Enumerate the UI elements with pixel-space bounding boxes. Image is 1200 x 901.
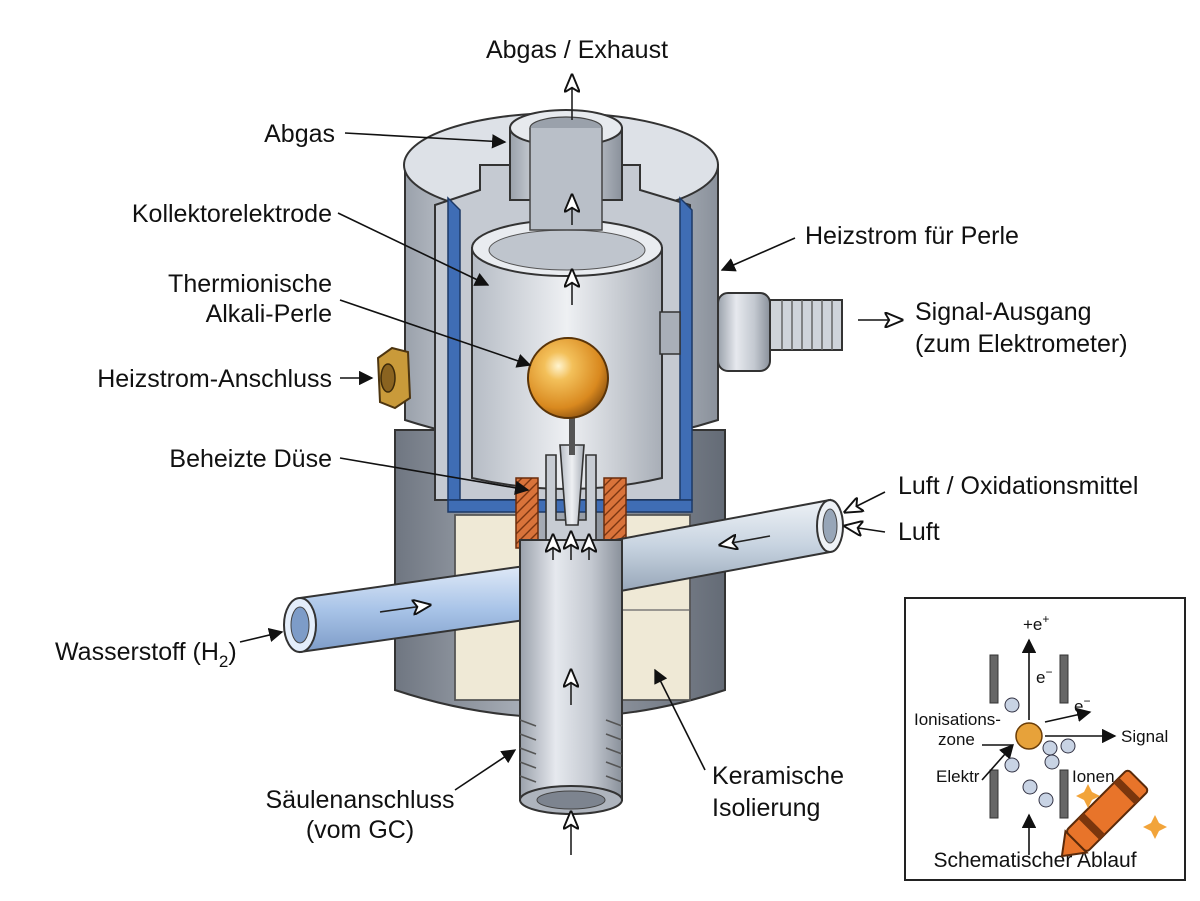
inset-ion-icon [1038, 792, 1054, 808]
label-ceramic-line1: Keramische [712, 762, 844, 790]
schematic-inset: +e+ e− e− Ionisations- zone Signal Elekt… [904, 597, 1186, 881]
inset-bead-icon [1015, 722, 1043, 750]
label-hydrogen: Wasserstoff (H2) [55, 638, 237, 671]
signal-output-connector [659, 292, 843, 372]
label-heater-connector: Heizstrom-Anschluss [97, 365, 332, 393]
label-bead-line2: Alkali-Perle [206, 300, 332, 328]
air-tube [614, 498, 844, 594]
leader-lines [239, 132, 902, 791]
inset-ion-icon [1004, 697, 1020, 713]
sparkle-icon [1076, 784, 1167, 839]
inset-ion-icon [1022, 779, 1038, 795]
inset-ion-icon [1042, 740, 1058, 756]
label-heater-bead: Heizstrom für Perle [805, 222, 1019, 250]
label-abgas: Abgas [264, 120, 335, 148]
crayon-icon [1060, 769, 1149, 858]
alkali-bead [527, 337, 609, 455]
heater-connector-nut-icon [376, 346, 412, 410]
heated-nozzle [515, 444, 627, 551]
label-bead-line1: Thermionische [168, 270, 332, 298]
label-collector-electrode: Kollektorelektrode [132, 200, 332, 228]
label-heated-nozzle: Beheizte Düse [169, 445, 332, 473]
column-connector-pipe [519, 532, 623, 855]
label-signal-line2: (zum Elektrometer) [915, 330, 1128, 358]
inset-ion-icon [1004, 757, 1020, 773]
label-air-oxidizer: Luft / Oxidationsmittel [898, 472, 1138, 500]
inset-label-zone-line2: zone [938, 730, 975, 749]
inset-label-signal: Signal [1121, 727, 1168, 746]
label-column-line2: (vom GC) [306, 816, 414, 844]
label-ceramic-line2: Isolierung [712, 794, 820, 822]
inset-label-elektr: Elektr [936, 767, 980, 786]
label-exhaust-top: Abgas / Exhaust [486, 36, 668, 64]
label-air: Luft [898, 518, 940, 546]
inset-label-e-minus-2: e− [1074, 694, 1090, 716]
inset-title: Schematischer Ablauf [933, 849, 1136, 872]
inset-label-top: +e+ [1023, 612, 1049, 634]
label-column-line1: Säulenanschluss [265, 786, 454, 814]
inset-label-e-minus-1: e− [1036, 665, 1052, 687]
label-signal-line1: Signal-Ausgang [915, 298, 1092, 326]
inset-ion-icon [1044, 754, 1060, 770]
inset-label-zone-line1: Ionisations- [914, 710, 1001, 729]
inset-ion-icon [1060, 738, 1076, 754]
hydrogen-tube [283, 564, 526, 654]
inset-label-ionen: Ionen [1072, 767, 1115, 786]
